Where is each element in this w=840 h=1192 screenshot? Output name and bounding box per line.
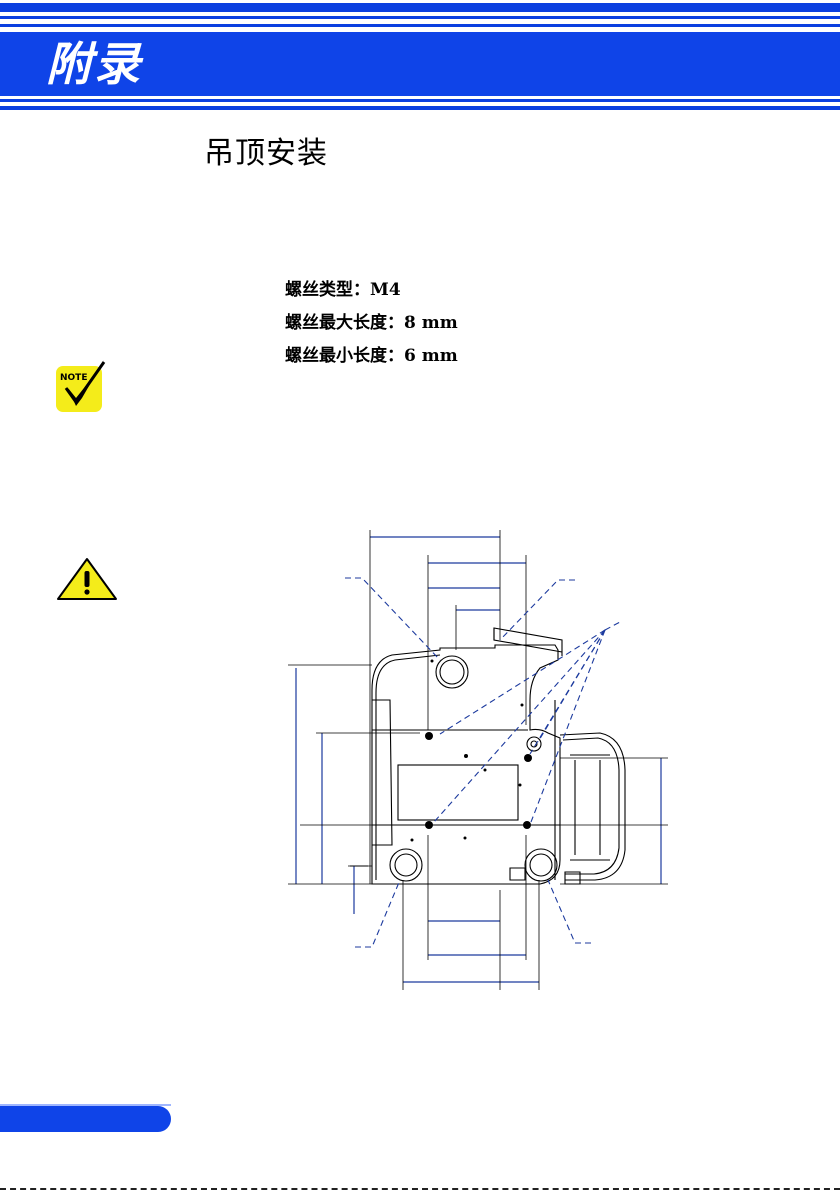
spec-screw-min-length: 螺丝最小长度：6 mm [285, 345, 458, 367]
header-top-bar [0, 3, 840, 12]
warning-triangle-icon [56, 557, 118, 601]
projector-bottom-diagram [280, 525, 680, 995]
note-icon: NOTE [54, 358, 110, 414]
header-thin-line-mid [0, 24, 840, 27]
header-thin-line-bottom [0, 99, 840, 102]
section-title: 吊顶安装 [204, 128, 328, 172]
bottom-dashed-rule [0, 1188, 840, 1190]
header-bottom-bar [0, 106, 840, 110]
header-thin-line-top [0, 16, 840, 19]
spec-screw-type: 螺丝类型：M4 [285, 279, 401, 301]
footer-page-tab [0, 1106, 171, 1132]
note-icon-label: NOTE [60, 373, 87, 383]
spec-screw-max-length: 螺丝最大长度：8 mm [285, 312, 458, 334]
chapter-title: 附录 [46, 34, 142, 94]
